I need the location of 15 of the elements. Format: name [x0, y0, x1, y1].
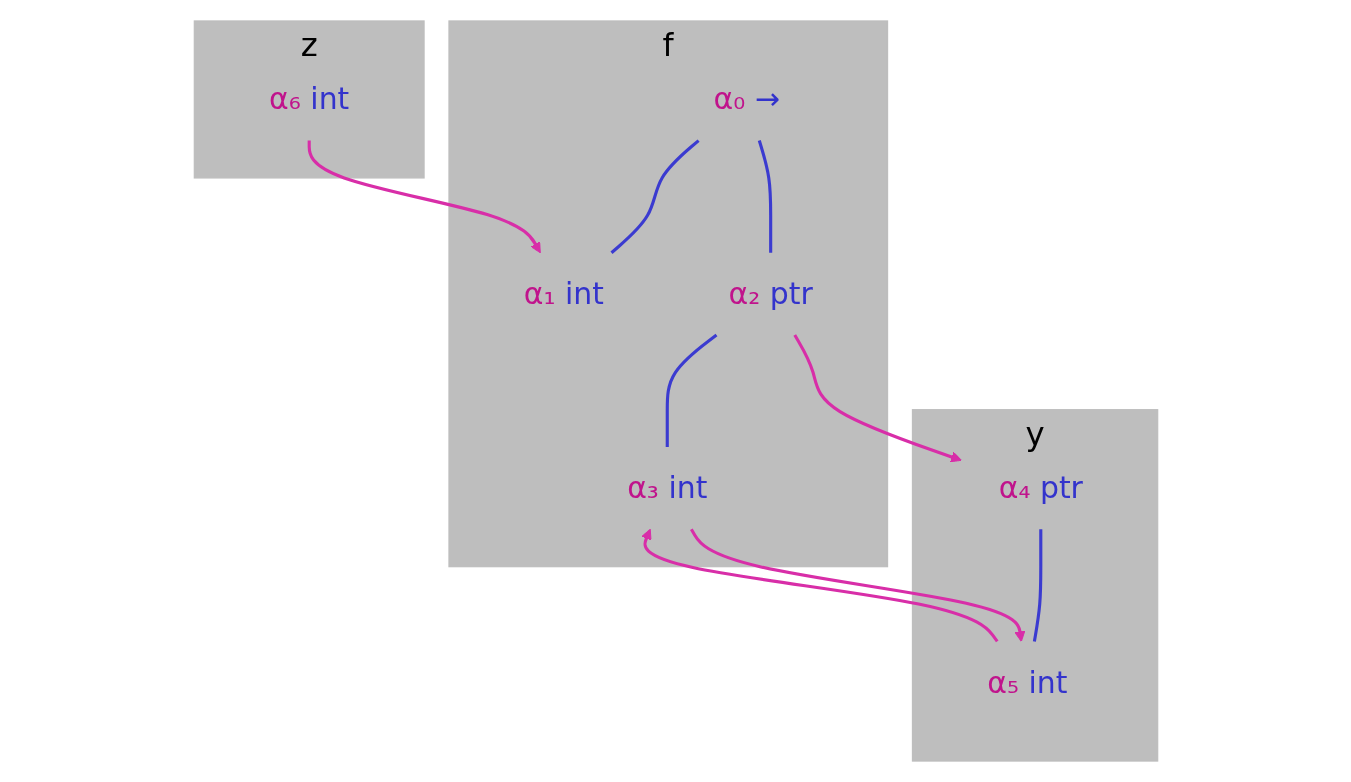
- arrow: [307, 140, 541, 254]
- connector: [757, 140, 772, 253]
- connector: [1032, 529, 1042, 642]
- connector: [665, 333, 717, 448]
- node-text: α₄ ptr: [998, 470, 1083, 506]
- arrow: [689, 528, 1025, 642]
- connector: [610, 139, 700, 254]
- arrow: [640, 528, 998, 643]
- node-text: α₀ →: [713, 82, 780, 117]
- arrow: [792, 334, 962, 463]
- node-text: α₆ int: [268, 82, 349, 117]
- node-text: α₃ int: [626, 470, 707, 506]
- node-text: α₅ int: [986, 665, 1067, 700]
- node-text: α₁ int: [523, 276, 604, 312]
- node-text: α₂ ptr: [728, 276, 813, 312]
